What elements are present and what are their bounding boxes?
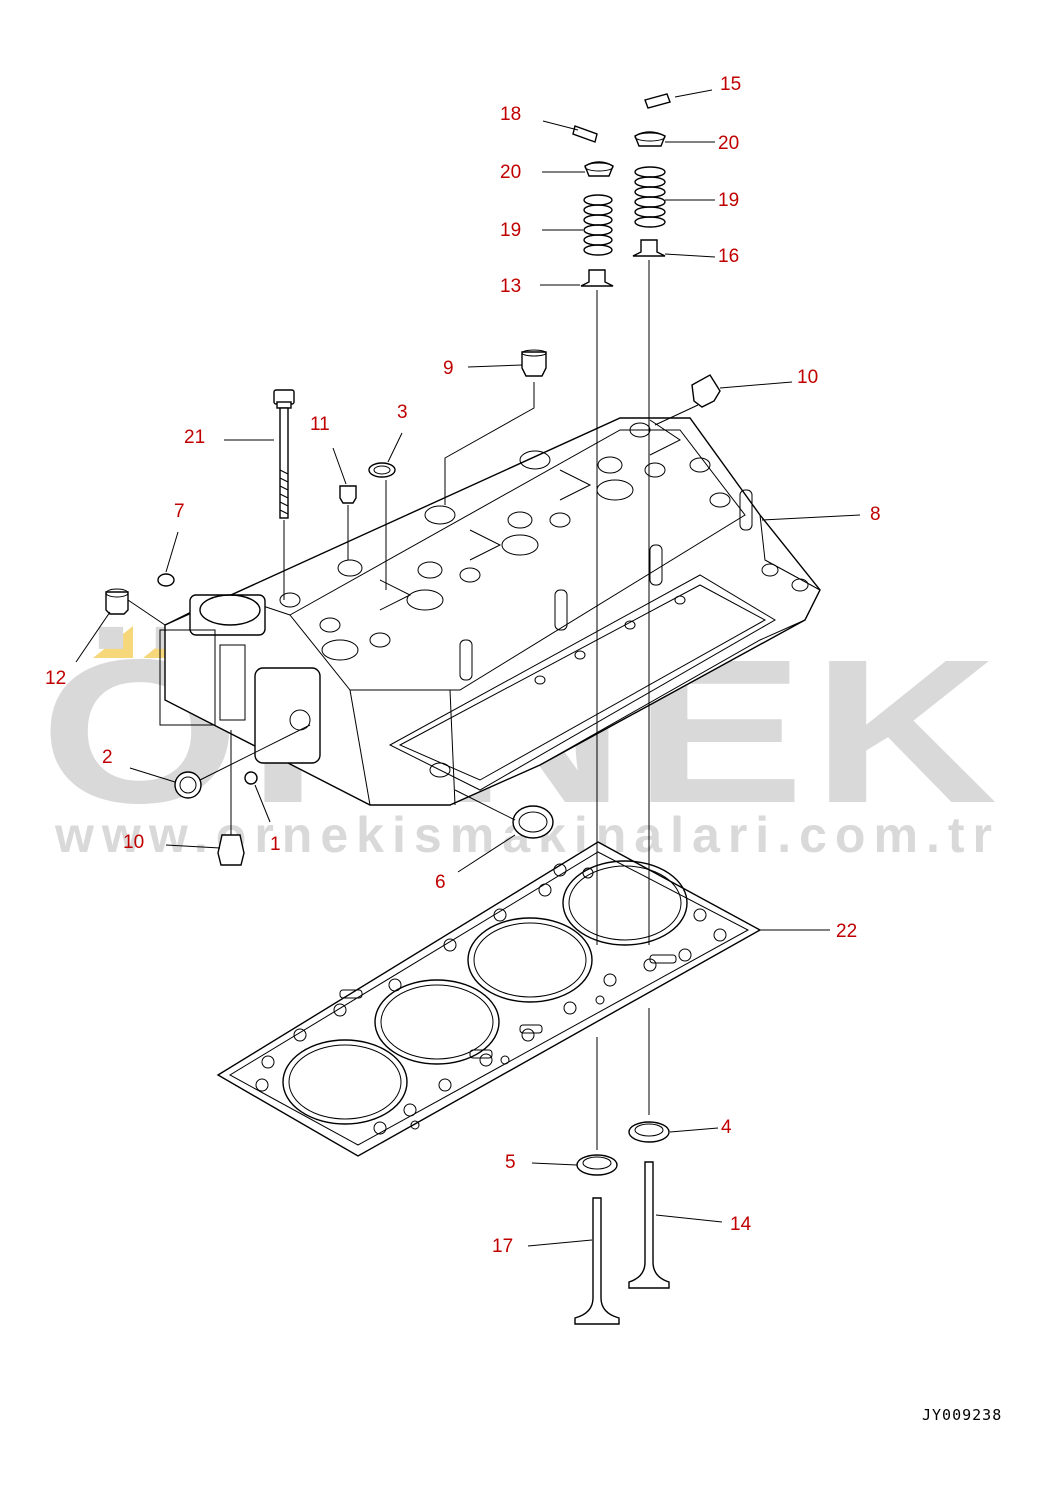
callout-6: 6 xyxy=(435,872,446,893)
callout-12: 12 xyxy=(45,668,66,689)
callout-17: 17 xyxy=(492,1236,513,1257)
callout-14: 14 xyxy=(730,1214,752,1235)
plug xyxy=(217,834,245,866)
valve-seat xyxy=(628,1121,670,1143)
callout-7: 7 xyxy=(174,501,185,522)
head-gasket xyxy=(216,841,762,1157)
callout-10: 10 xyxy=(123,832,144,853)
leader-lines xyxy=(75,89,861,1247)
seal xyxy=(368,462,396,478)
seal xyxy=(174,771,202,799)
seal xyxy=(512,805,554,839)
callout-2: 2 xyxy=(102,747,113,768)
valve-seat xyxy=(576,1154,618,1176)
callout-4: 4 xyxy=(721,1117,732,1138)
valve-key xyxy=(572,125,598,143)
callout-11: 11 xyxy=(310,414,330,435)
callout-9: 9 xyxy=(443,358,454,379)
valve-stem-seal xyxy=(632,239,666,257)
callout-18: 18 xyxy=(500,104,521,125)
valve-stem-seal xyxy=(580,269,614,287)
callout-13: 13 xyxy=(500,276,521,297)
callouts: 15 18 20 20 19 19 16 13 9 10 3 11 21 8 7… xyxy=(45,74,881,1257)
callout-1: 1 xyxy=(270,834,281,855)
valve-spring xyxy=(583,194,613,256)
callout-10: 10 xyxy=(797,367,818,388)
intake-valve xyxy=(574,1197,620,1325)
watermark-accent-mark xyxy=(93,626,133,658)
callout-22: 22 xyxy=(836,921,857,942)
callout-16: 16 xyxy=(718,246,739,267)
plug xyxy=(157,573,175,587)
callout-19: 19 xyxy=(718,190,739,211)
valve-key xyxy=(644,93,671,109)
plug xyxy=(105,591,129,615)
bolt xyxy=(273,389,295,519)
o-ring xyxy=(244,771,258,785)
exhaust-valve xyxy=(628,1161,670,1289)
callout-19: 19 xyxy=(500,220,521,241)
callout-21: 21 xyxy=(184,427,205,448)
callout-3: 3 xyxy=(397,402,408,423)
drawing-code: JY009238 xyxy=(922,1406,1002,1424)
plug xyxy=(691,374,721,408)
callout-20: 20 xyxy=(718,133,739,154)
small-parts xyxy=(105,349,721,866)
callout-15: 15 xyxy=(720,74,741,95)
valve-train xyxy=(572,93,671,1325)
cylinder-head xyxy=(159,417,821,806)
valve-spring xyxy=(634,166,666,228)
callout-8: 8 xyxy=(870,504,881,525)
plug xyxy=(339,485,357,504)
callout-20: 20 xyxy=(500,162,521,183)
callout-5: 5 xyxy=(505,1152,516,1173)
